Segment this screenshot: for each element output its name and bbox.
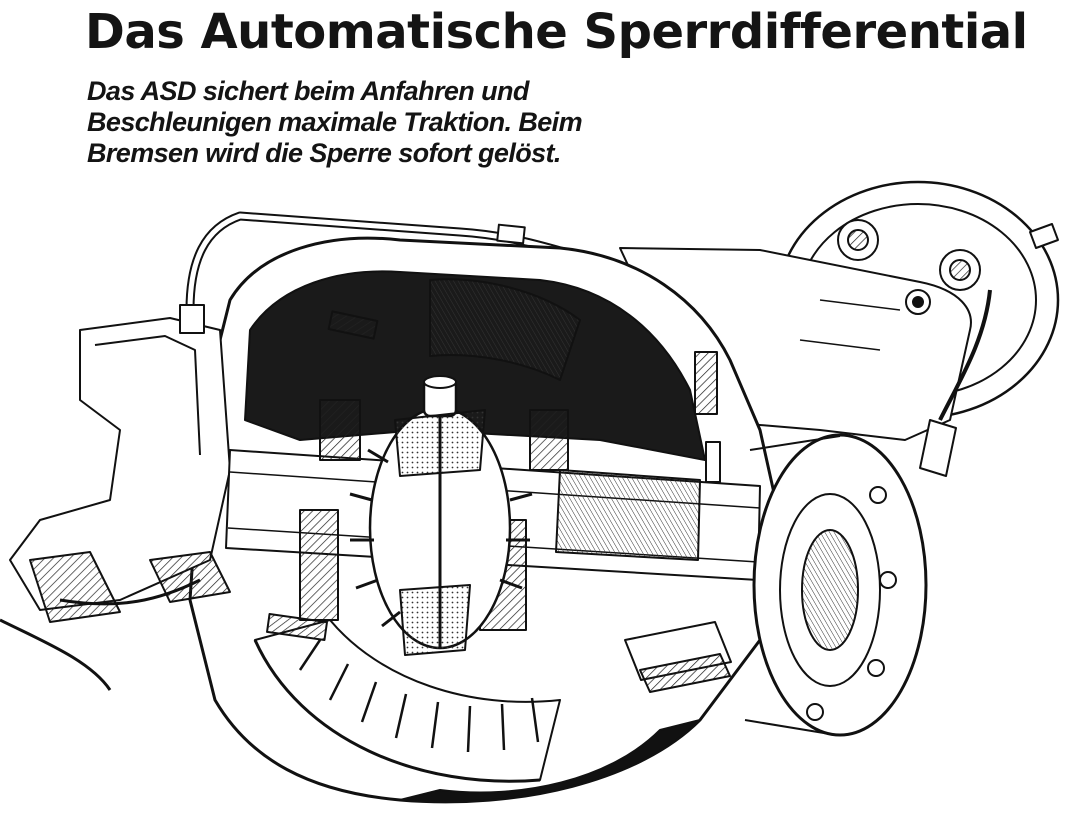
differential-cutaway-illustration [0,180,1060,804]
spider-gears [349,375,533,656]
right-output-flange [744,433,928,737]
sensor-cable [938,289,992,421]
lede-line-3: Bremsen wird die Sperre sofort gelöst. [87,138,561,168]
lede-line-1: Das ASD sichert beim Anfahren und [87,76,529,106]
left-output-flange [0,317,231,691]
lede-paragraph: Das ASD sichert beim Anfahren und Beschl… [87,76,647,169]
bolts [179,304,721,641]
lower-sensor-connector [59,578,732,693]
sensor [919,419,957,477]
lede-line-2: Beschleunigen maximale Traktion. Beim [87,107,583,137]
page-headline: Das Automatische Sperrdifferential [85,4,1028,60]
